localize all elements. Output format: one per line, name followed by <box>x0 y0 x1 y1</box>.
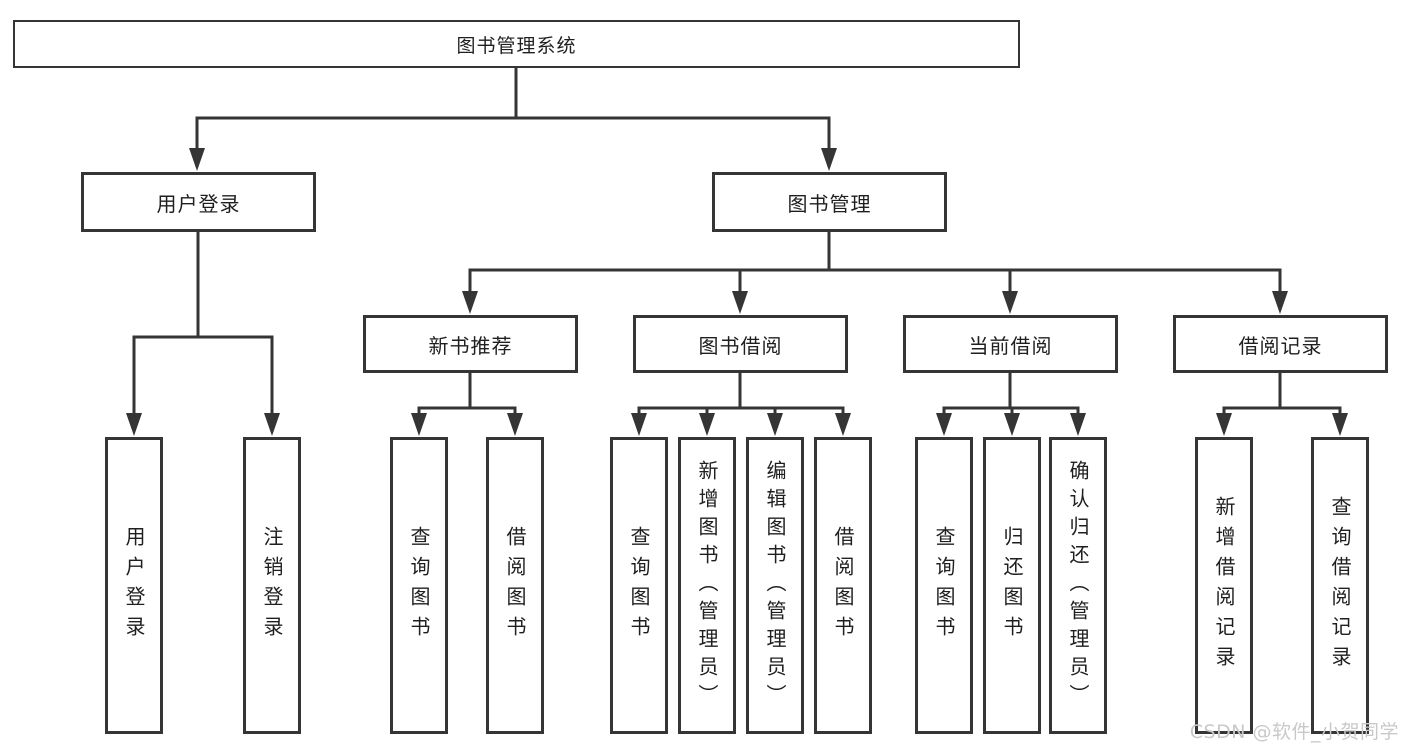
leaf-confirm-return-admin: 确认归还（管理员） <box>1049 437 1107 734</box>
node-library-system: 图书管理系统 <box>13 20 1020 68</box>
leaf-query-borrow-record: 查询借阅记录 <box>1311 437 1369 734</box>
node-new-book-recommend: 新书推荐 <box>363 315 578 373</box>
node-current-borrowing: 当前借阅 <box>903 315 1118 373</box>
leaf-logout: 注销登录 <box>243 437 301 734</box>
leaf-recommend-borrow-books: 借阅图书 <box>486 437 544 734</box>
leaf-add-books-admin: 新增图书（管理员） <box>678 437 736 734</box>
node-user-login: 用户登录 <box>81 172 316 232</box>
leaf-borrowing-query-books: 查询图书 <box>610 437 668 734</box>
node-book-management: 图书管理 <box>712 172 947 232</box>
leaf-add-borrow-record: 新增借阅记录 <box>1195 437 1253 734</box>
leaf-recommend-query-books: 查询图书 <box>390 437 448 734</box>
leaf-edit-books-admin: 编辑图书（管理员） <box>746 437 804 734</box>
watermark: CSDN @软件_小贺同学 <box>1189 721 1399 743</box>
leaf-return-books: 归还图书 <box>983 437 1041 734</box>
leaf-borrowing-borrow-books: 借阅图书 <box>814 437 872 734</box>
arrowheads <box>126 148 1348 436</box>
node-borrowing-records: 借阅记录 <box>1173 315 1388 373</box>
node-book-borrowing: 图书借阅 <box>633 315 848 373</box>
leaf-user-login: 用户登录 <box>105 437 163 734</box>
leaf-current-query-books: 查询图书 <box>915 437 973 734</box>
